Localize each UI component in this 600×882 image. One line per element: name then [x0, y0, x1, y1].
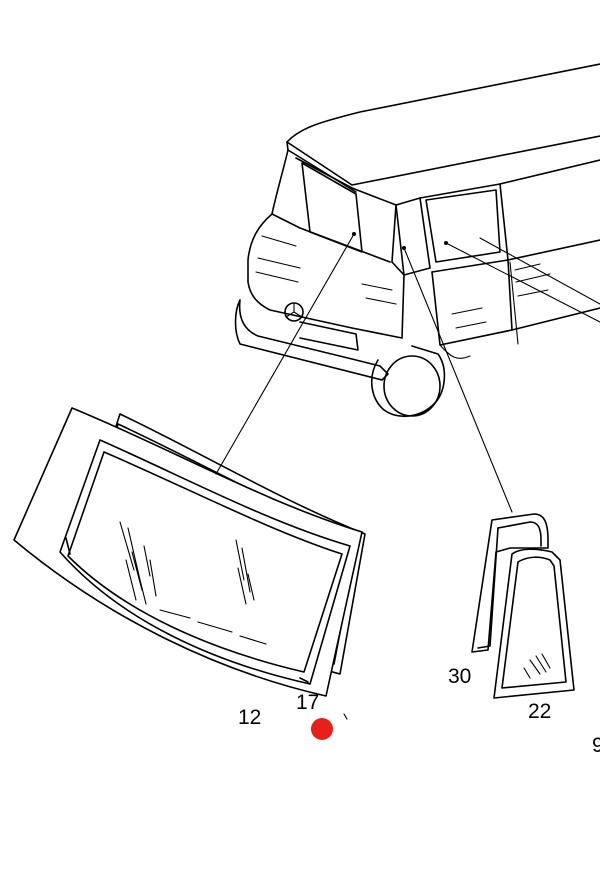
windshield-inner-frame	[59, 439, 351, 685]
windshield-part	[13, 407, 363, 697]
label-door-glass-seal: 30	[448, 665, 471, 688]
van-roof-front-edge	[286, 135, 600, 186]
windshield-outer-glass	[13, 407, 363, 697]
red-dot-marker	[311, 718, 333, 740]
van-door-window	[425, 189, 501, 263]
mercedes-star-icon	[284, 302, 304, 322]
label-windshield: 12	[238, 706, 261, 729]
leader-door-glass	[403, 247, 513, 513]
leader-windshield	[215, 233, 355, 475]
van-windshield-frame	[271, 149, 391, 263]
label-windshield-seal: 17	[296, 691, 319, 714]
windshield-reflection-hatching	[119, 521, 267, 645]
label-door-glass: 22	[528, 700, 551, 723]
van-a-pillar	[395, 197, 431, 276]
van-front-face	[247, 213, 403, 339]
van-front-wheel	[371, 345, 446, 417]
leader-lines	[215, 232, 600, 720]
door-glass-part	[493, 548, 575, 699]
van-bumper	[234, 299, 389, 381]
label-edge-digit: 9	[592, 734, 600, 757]
leader-side-window	[445, 242, 600, 323]
van-roof	[286, 63, 600, 143]
van-illustration	[234, 63, 600, 417]
door-glass-seal-part	[471, 513, 549, 653]
